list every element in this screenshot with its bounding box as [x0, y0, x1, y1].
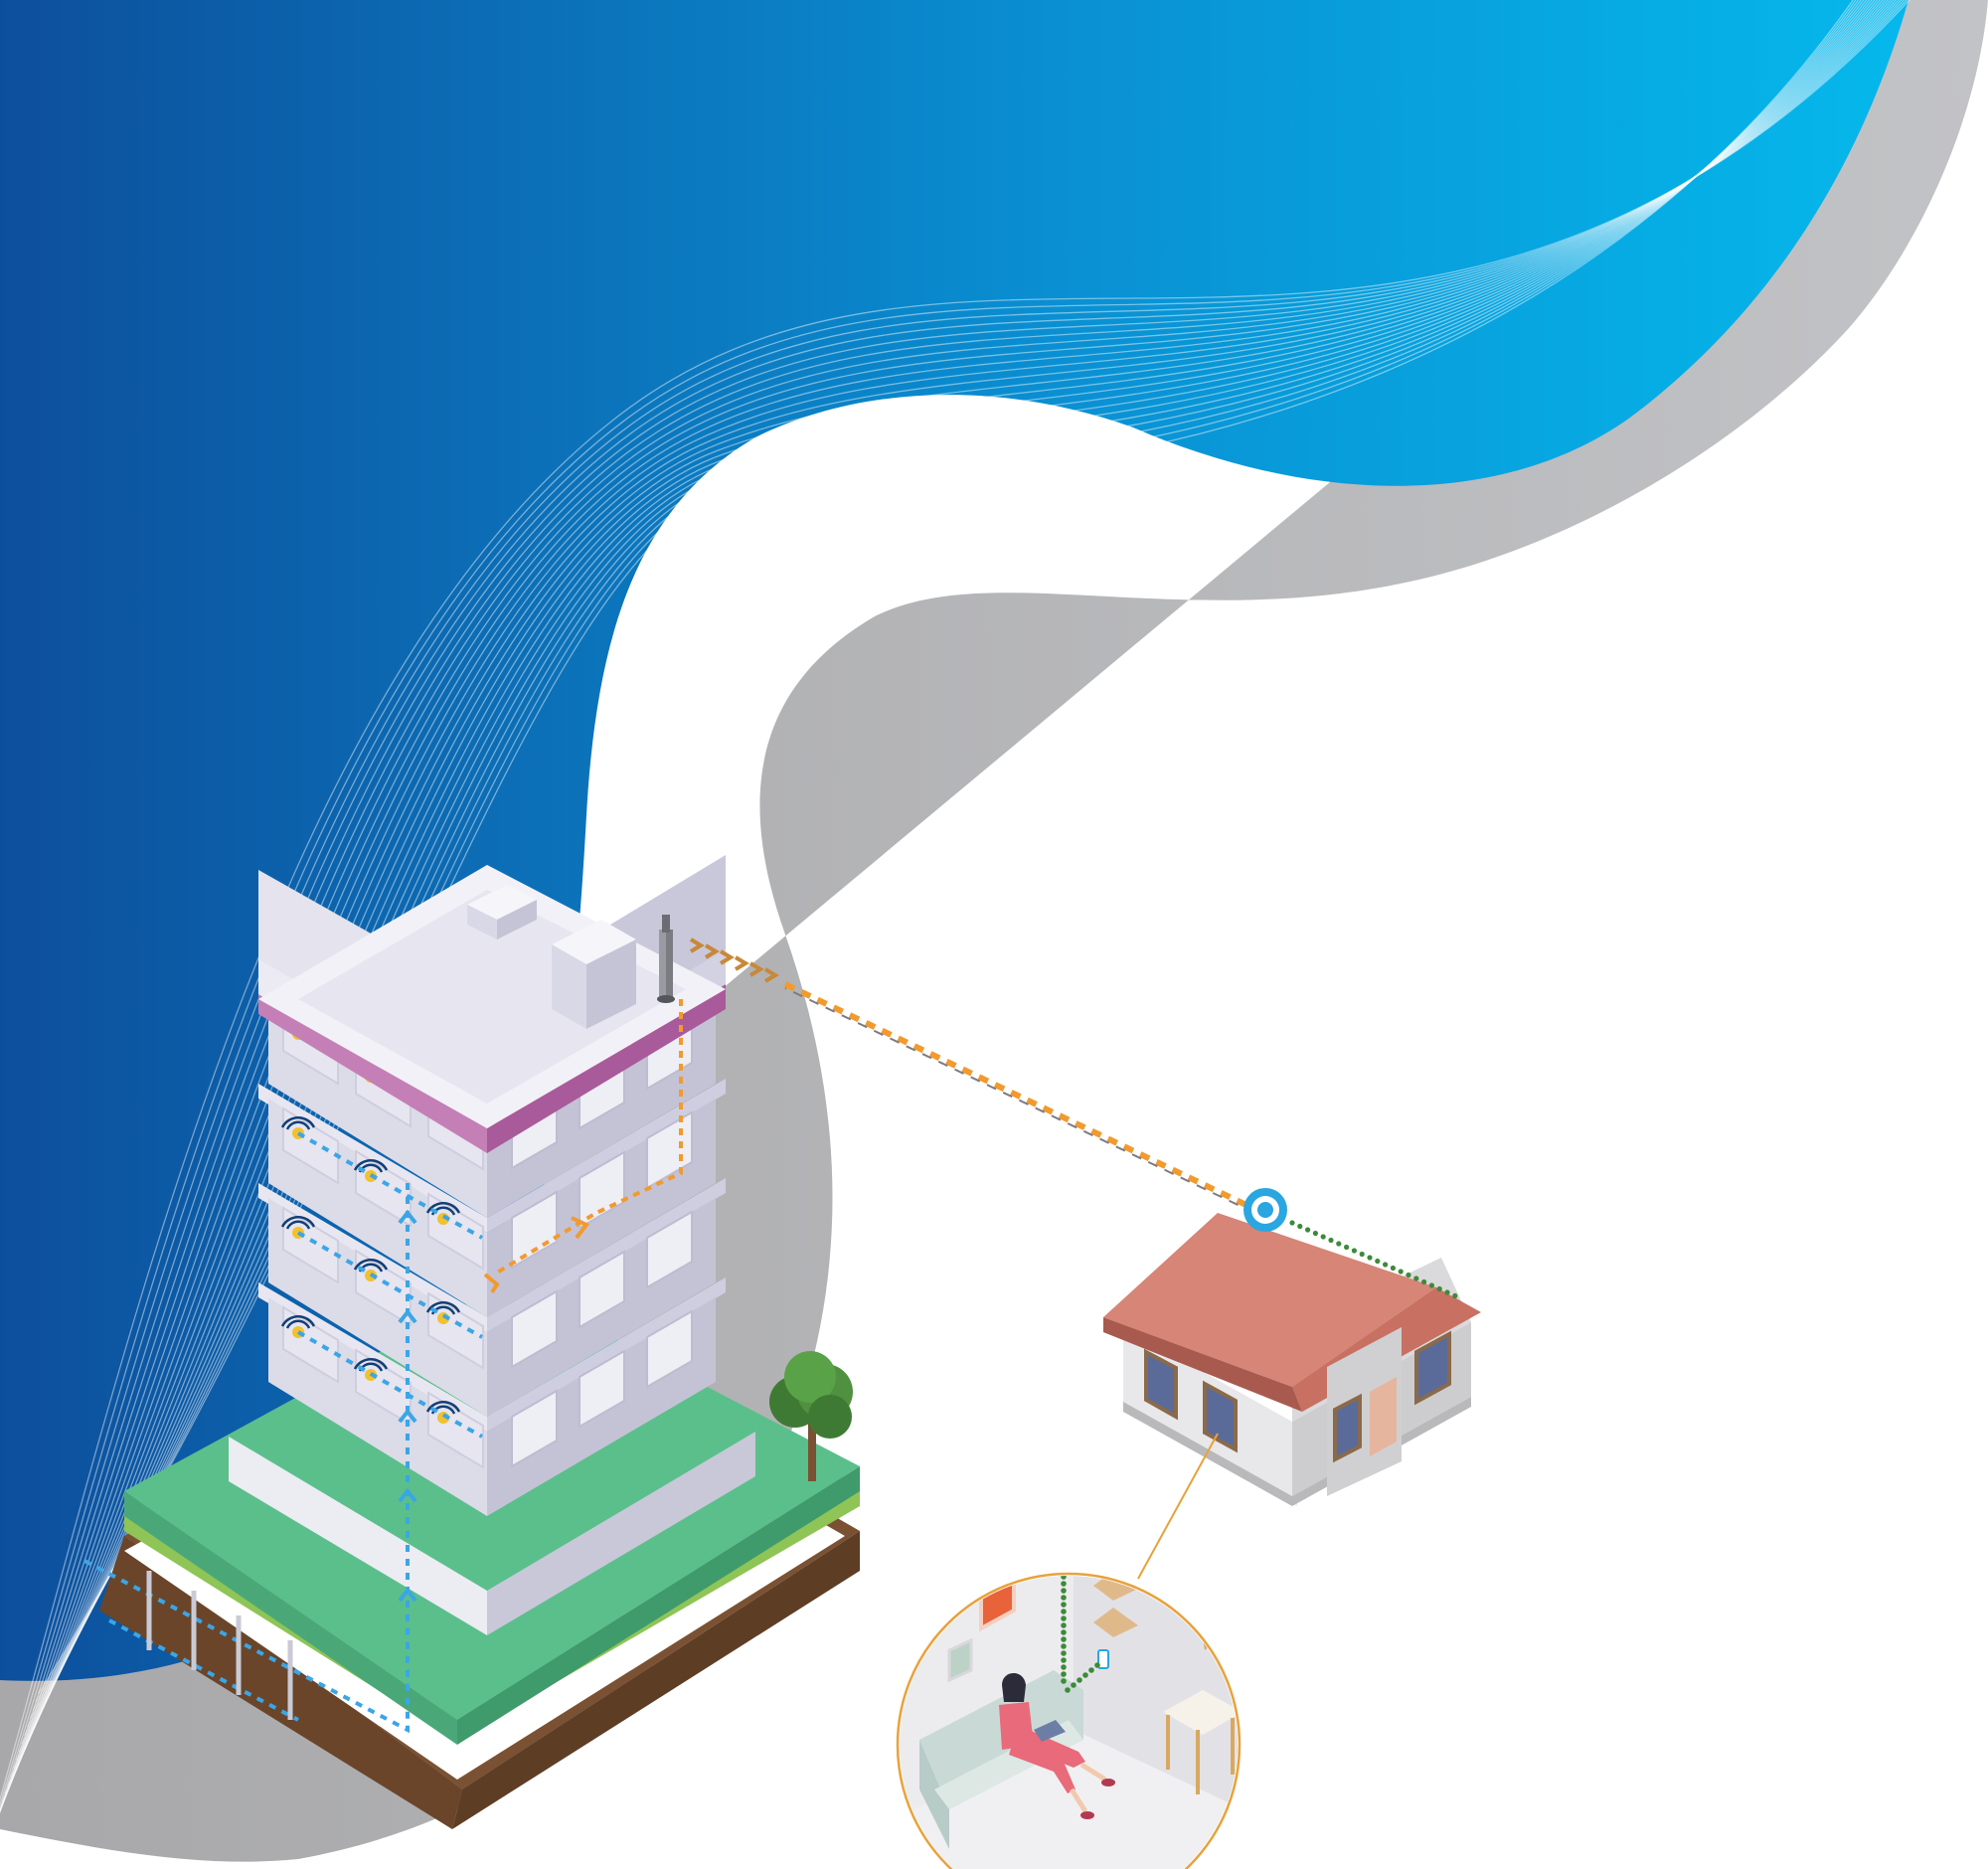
side-table: [1163, 1690, 1238, 1794]
person-with-laptop-icon: [999, 1672, 1115, 1819]
roof-left: [1103, 1213, 1436, 1387]
signal-chevron: [704, 943, 720, 959]
signal-chevron: [748, 961, 764, 977]
apartment-building: [229, 855, 755, 1635]
apartment-floor: [258, 1178, 726, 1417]
roof-eave: [1103, 1317, 1302, 1412]
wave-line: [0, 0, 1918, 1869]
antenna-icon: [657, 915, 675, 1003]
floor-fiber: [297, 1131, 483, 1240]
house-door: [1370, 1377, 1397, 1456]
wall-art-small: [947, 1637, 973, 1683]
wave-line: [18, 0, 1873, 1753]
apartment-floor: [258, 1079, 726, 1317]
signal-chevron: [763, 967, 779, 983]
building-plinth-left: [229, 1437, 487, 1635]
wave-line: [0, 0, 1899, 1810]
wave-line: [0, 0, 1905, 1827]
soil-side-right: [452, 1531, 860, 1829]
wave-line: [24, 0, 1868, 1736]
wave-line: [15, 0, 1876, 1762]
microwave-link: [689, 937, 1254, 1213]
signal-chevron: [689, 937, 705, 953]
wifi-device: [1097, 1649, 1109, 1669]
apartment-floor: [258, 1277, 726, 1516]
house-windows: [1144, 1330, 1451, 1463]
wave-line: [7, 0, 1884, 1786]
signal-chevron: [734, 955, 749, 971]
wave-line: [0, 0, 1910, 1844]
in-home-link: [1289, 1220, 1458, 1299]
lawn-side-right: [457, 1466, 860, 1745]
receiver-dish-icon: [1243, 1188, 1287, 1232]
fence: [146, 1571, 293, 1720]
soil-side-left: [99, 1536, 462, 1829]
vertical-fiber-riser: [398, 1183, 417, 1611]
roof-trim-right: [487, 984, 726, 1153]
house: [1103, 1188, 1481, 1506]
roof-trim-left: [258, 994, 487, 1153]
signal-chevron: [719, 949, 735, 965]
lawn-side-left: [124, 1491, 457, 1745]
wave-line: [0, 0, 1907, 1835]
building-plinth-right: [487, 1432, 755, 1635]
wave-line: [4, 0, 1887, 1794]
underground-fiber: [83, 1559, 410, 1734]
wave-line: [0, 0, 1915, 1861]
living-room-inset: [896, 1572, 1242, 1869]
wave-line: [13, 0, 1879, 1770]
building-riser: [495, 999, 683, 1274]
wifi-router-icon: [425, 1301, 461, 1324]
wave-line: [0, 0, 1912, 1852]
tree-icon: [769, 1351, 853, 1481]
inset-callout: [1137, 1433, 1219, 1580]
wave-line: [0, 0, 1902, 1819]
wave-line: [10, 0, 1881, 1778]
wave-line: [1, 0, 1889, 1803]
